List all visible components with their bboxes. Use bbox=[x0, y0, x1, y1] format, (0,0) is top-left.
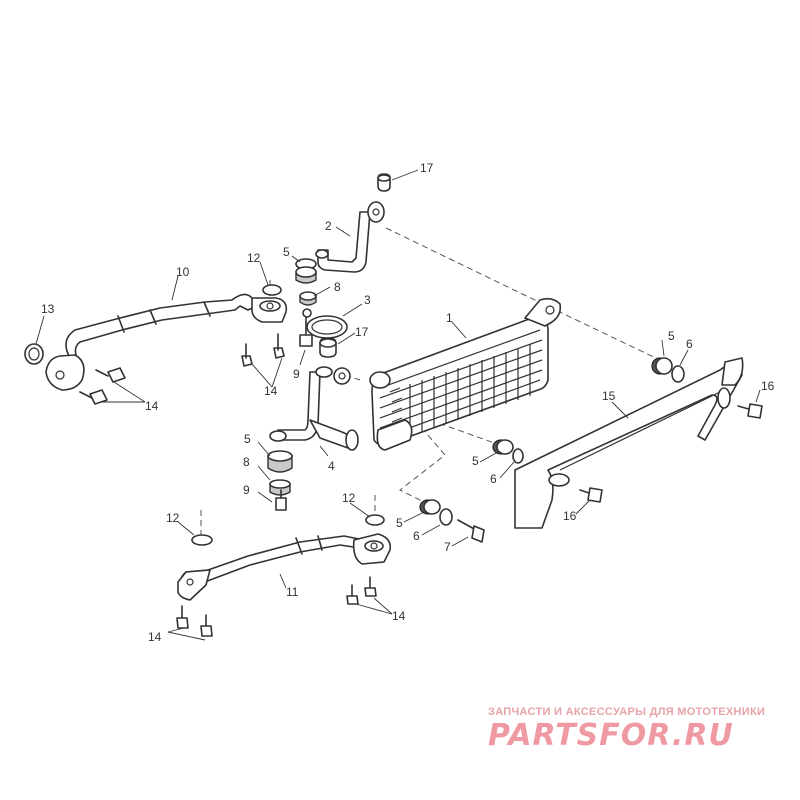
bolt-14-d bbox=[273, 333, 285, 359]
label-part-3: 3 bbox=[364, 293, 371, 307]
bolt-9-upper bbox=[299, 317, 313, 347]
sleeve-17-lower bbox=[319, 337, 337, 358]
side-cover-15 bbox=[514, 357, 744, 529]
bolt-9-lower bbox=[275, 489, 287, 511]
grommet-5-right bbox=[651, 357, 673, 375]
grommet-5-upper bbox=[295, 258, 317, 284]
label-part-6-cooler: 6 bbox=[490, 472, 497, 486]
collar-8-upper bbox=[299, 291, 317, 306]
grommet-5-cooler bbox=[492, 439, 514, 455]
alignment-line-top bbox=[385, 227, 661, 361]
clamp-3 bbox=[302, 308, 348, 339]
label-part-9-lower: 9 bbox=[243, 483, 250, 497]
label-part-6-bottom: 6 bbox=[413, 529, 420, 543]
label-part-14-mid: 14 bbox=[264, 384, 278, 398]
label-part-12-upper: 12 bbox=[247, 251, 261, 265]
bolt-14-a bbox=[95, 367, 126, 383]
label-part-12-left: 12 bbox=[166, 511, 180, 525]
alignment-line-bottom bbox=[399, 419, 446, 506]
o-ring-13 bbox=[24, 343, 44, 365]
oil-pipe-4 bbox=[269, 366, 359, 451]
oil-cooler-1 bbox=[369, 297, 562, 451]
bolt-16-left bbox=[579, 487, 603, 503]
o-ring-12-right bbox=[365, 514, 385, 526]
oil-pipe-10 bbox=[45, 293, 288, 391]
label-part-5-right: 5 bbox=[668, 329, 675, 343]
grommet-5-lower bbox=[267, 450, 293, 473]
bolt-14-h bbox=[364, 576, 377, 597]
o-ring-12-upper bbox=[262, 284, 282, 296]
label-part-5-upper: 5 bbox=[283, 245, 290, 259]
label-part-16-left: 16 bbox=[563, 509, 577, 523]
label-part-14-bottom-right: 14 bbox=[392, 609, 406, 623]
watermark-tagline: ЗАПЧАСТИ И АКСЕССУАРЫ ДЛЯ МОТОТЕХНИКИ bbox=[488, 706, 766, 718]
bolt-14-f bbox=[200, 614, 213, 637]
bolt-16-right bbox=[737, 403, 763, 419]
washer-6-right bbox=[671, 365, 685, 383]
bolt-14-g bbox=[346, 584, 359, 605]
oil-pipe-11 bbox=[177, 533, 392, 601]
label-part-9-upper: 9 bbox=[293, 367, 300, 381]
label-part-16-right: 16 bbox=[761, 379, 775, 393]
label-part-4: 4 bbox=[328, 459, 335, 473]
label-part-14-bottom-left: 14 bbox=[148, 630, 162, 644]
grommet-5-bottom bbox=[419, 499, 441, 515]
o-ring-12-left bbox=[191, 534, 213, 546]
bolt-7 bbox=[457, 519, 485, 543]
label-part-8-lower: 8 bbox=[243, 455, 250, 469]
label-part-12-right: 12 bbox=[342, 491, 356, 505]
label-part-11: 11 bbox=[286, 585, 299, 599]
label-part-1: 1 bbox=[446, 311, 453, 325]
label-part-8-upper: 8 bbox=[334, 280, 341, 294]
bolt-14-b bbox=[79, 389, 108, 405]
label-part-17-lower: 17 bbox=[355, 325, 369, 339]
label-part-2: 2 bbox=[325, 219, 332, 233]
label-part-7: 7 bbox=[444, 540, 451, 554]
watermark-logo: PARTSFOR.RU bbox=[488, 718, 734, 753]
sleeve-17-top bbox=[377, 173, 391, 192]
bolt-14-e bbox=[176, 605, 189, 629]
label-part-15: 15 bbox=[602, 389, 616, 403]
label-part-5-lower: 5 bbox=[244, 432, 251, 446]
label-part-13: 13 bbox=[41, 302, 55, 316]
washer-6-bottom bbox=[439, 508, 453, 526]
label-part-5-cooler: 5 bbox=[472, 454, 479, 468]
collar-8-lower bbox=[269, 479, 291, 496]
label-part-10: 10 bbox=[176, 265, 190, 279]
label-part-14-left: 14 bbox=[145, 399, 159, 413]
washer-6-cooler bbox=[512, 448, 524, 464]
oil-pipe-2 bbox=[315, 201, 385, 273]
label-part-6-right: 6 bbox=[686, 337, 693, 351]
bolt-14-c bbox=[241, 343, 253, 367]
label-part-5-bottom: 5 bbox=[396, 516, 403, 530]
label-part-17-top: 17 bbox=[420, 161, 434, 175]
